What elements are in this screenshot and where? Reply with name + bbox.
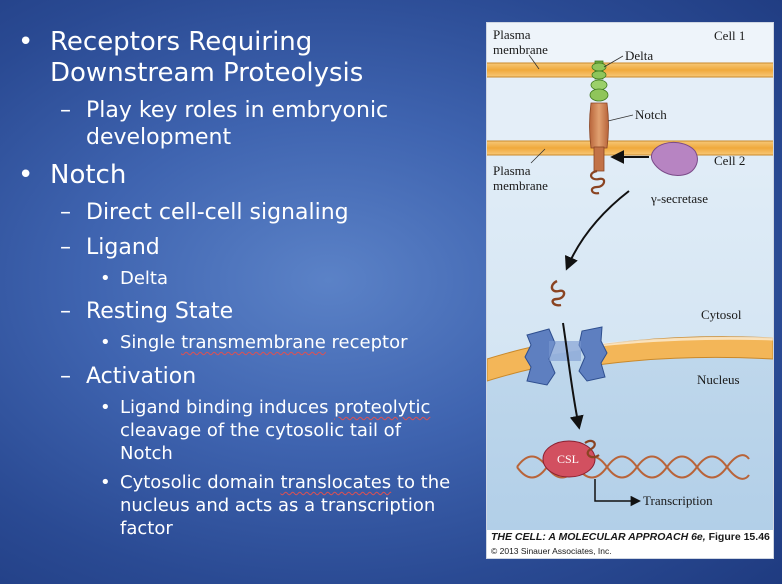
bullet-marker: • bbox=[100, 472, 111, 493]
delta-ligand bbox=[589, 60, 609, 102]
bullet-ligand-binding-line3: Notch bbox=[120, 443, 173, 464]
bullet-ligand-binding-line2: cleavage of the cytosolic tail of bbox=[120, 420, 402, 441]
bullet-marker: • bbox=[100, 332, 111, 353]
bullet-receptors-heading-line2: Downstream Proteolysis bbox=[50, 58, 364, 88]
plasma-membrane-cell1 bbox=[487, 62, 773, 78]
bullet-activation: Activation bbox=[86, 364, 197, 389]
label-plasma-membrane-top: Plasma bbox=[493, 27, 531, 42]
bullet-ligand-binding: Ligand binding induces proteolytic bbox=[120, 397, 431, 418]
label-plasma-membrane-bottom-line2: membrane bbox=[493, 178, 548, 193]
label-cell1: Cell 1 bbox=[714, 28, 745, 43]
label-leader-lines bbox=[528, 54, 634, 164]
bullet-marker: – bbox=[60, 235, 71, 260]
bullet-marker: • bbox=[18, 160, 34, 190]
bullet-embryonic: Play key roles in embryonic bbox=[86, 98, 389, 123]
notch-diagram: Plasma membrane Delta Cell 1 Notch Plasm… bbox=[487, 23, 773, 530]
bullet-embryonic-line2: development bbox=[86, 125, 232, 150]
bullet-marker: • bbox=[100, 268, 111, 289]
notch-intracellular-domain bbox=[550, 279, 566, 307]
label-notch: Notch bbox=[635, 107, 667, 122]
label-csl: CSL bbox=[557, 452, 579, 466]
label-plasma-membrane-top-line2: membrane bbox=[493, 42, 548, 57]
intercellular-space bbox=[487, 79, 773, 141]
bullet-cytosolic-domain: Cytosolic domain translocates to the bbox=[120, 472, 451, 493]
label-cytosol: Cytosol bbox=[701, 307, 742, 322]
label-delta: Delta bbox=[625, 48, 653, 63]
bullet-notch: Notch bbox=[50, 160, 127, 190]
translocation-arrow bbox=[562, 322, 584, 430]
bullet-single-transmembrane: Single transmembrane receptor bbox=[120, 332, 408, 353]
label-nucleus: Nucleus bbox=[697, 372, 740, 387]
bullet-cytosolic-domain-line3: factor bbox=[120, 518, 173, 539]
gamma-secretase-enzyme bbox=[650, 142, 698, 176]
bullet-marker: • bbox=[18, 27, 34, 57]
notch-receptor bbox=[589, 102, 609, 195]
transcription-arrow bbox=[594, 479, 642, 507]
nuclear-envelope bbox=[487, 336, 773, 382]
bullet-marker: – bbox=[60, 364, 71, 389]
csl-protein bbox=[542, 439, 600, 478]
label-transcription: Transcription bbox=[643, 493, 713, 508]
label-gamma-secretase: γ-secretase bbox=[650, 191, 708, 206]
bullet-receptors-heading: Receptors Requiring bbox=[50, 27, 313, 57]
label-plasma-membrane-bottom: Plasma bbox=[493, 163, 531, 178]
bullet-delta: Delta bbox=[120, 268, 169, 289]
plasma-membrane-cell2 bbox=[487, 140, 773, 156]
bullet-marker: • bbox=[100, 397, 111, 418]
bullet-cytosolic-domain-line2: nucleus and acts as a transcription bbox=[120, 495, 436, 516]
label-cell2: Cell 2 bbox=[714, 153, 745, 168]
bullet-ligand: Ligand bbox=[86, 235, 160, 260]
notch-signaling-figure: Plasma membrane Delta Cell 1 Notch Plasm… bbox=[486, 22, 774, 559]
slide-text: • Receptors Requiring Downstream Proteol… bbox=[0, 0, 485, 584]
bullet-resting-state: Resting State bbox=[86, 299, 234, 324]
caption-copyright: © 2013 Sinauer Associates, Inc. bbox=[491, 546, 612, 556]
nucleus-region bbox=[487, 340, 773, 530]
caption-title: THE CELL: A MOLECULAR APPROACH 6e, Figur… bbox=[491, 531, 770, 543]
figure-caption: THE CELL: A MOLECULAR APPROACH 6e, Figur… bbox=[487, 530, 773, 558]
release-arrow bbox=[564, 190, 630, 271]
bullet-marker: – bbox=[60, 299, 71, 324]
bullet-marker: – bbox=[60, 200, 71, 225]
nuclear-pore bbox=[524, 326, 608, 386]
bullet-direct-signaling: Direct cell-cell signaling bbox=[86, 200, 349, 225]
bullet-marker: – bbox=[60, 98, 71, 123]
